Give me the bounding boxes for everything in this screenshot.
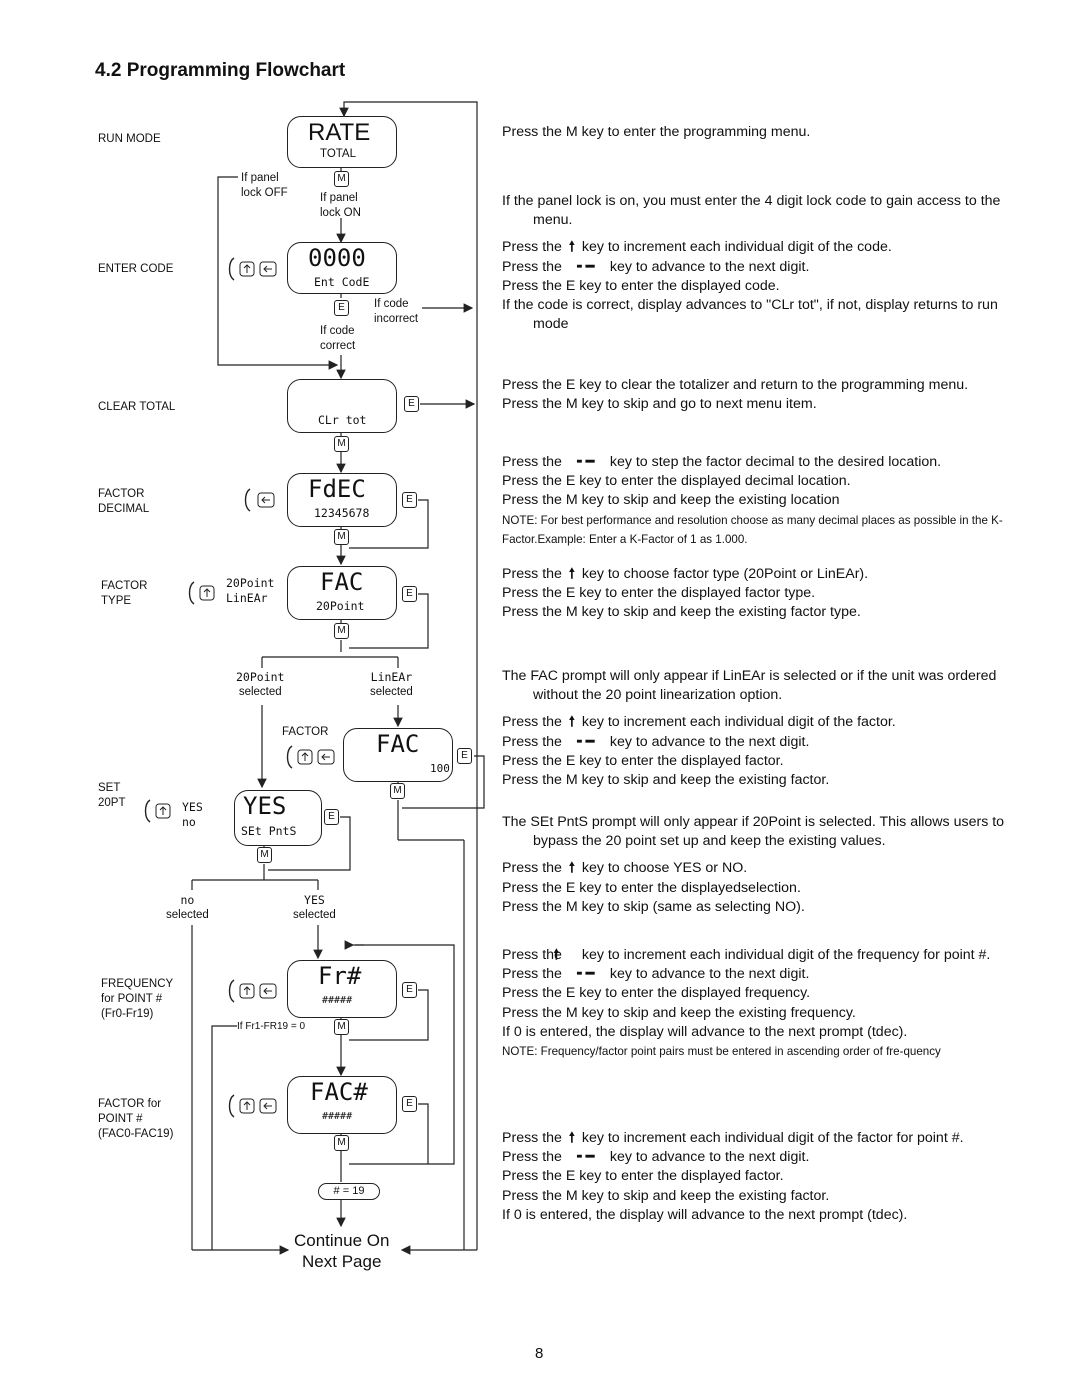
- m-key: M: [334, 436, 349, 452]
- up-arrow-key-icon: 🠕: [568, 860, 575, 877]
- flowchart-connectors: [191, 101, 485, 1255]
- right-arrow-key-icon: ╸━: [577, 1149, 595, 1166]
- e-key: E: [402, 1096, 417, 1112]
- right-arrow-key-icon: ╸━: [577, 733, 595, 750]
- text-block-code: If the panel lock is on, you must enter …: [502, 193, 1001, 333]
- e-key: E: [402, 586, 417, 602]
- factor-type-display: FAC 20Point: [287, 566, 397, 620]
- factor-point-display: FAC# #####: [287, 1076, 397, 1134]
- fr-zero-note: If Fr1-FR19 = 0: [237, 1021, 306, 1032]
- e-key: E: [402, 982, 417, 998]
- up-arrow-key-icon: 🠕: [568, 1130, 575, 1146]
- enter-code-display: 0000 Ent CodE: [287, 242, 397, 294]
- run-mode-label: RUN MODE: [98, 133, 161, 145]
- text-block-fdec: Press the ╸━ key to step the factor deci…: [502, 454, 1003, 546]
- up-arrow-key-icon: 🠕: [553, 947, 560, 963]
- factor-display: FAC 100: [343, 728, 453, 782]
- right-arrow-key-icon: ╸━: [577, 966, 595, 983]
- text-block-factor: The FAC prompt will only appear if LinEA…: [502, 668, 997, 789]
- right-arrow-key-icon: ╸━: [577, 454, 595, 470]
- e-key: E: [457, 748, 472, 764]
- page-title: 4.2 Programming Flowchart: [95, 60, 346, 81]
- up-arrow-key-icon: 🠕: [568, 239, 575, 256]
- e-key: E: [404, 396, 419, 412]
- frequency-display: Fr# #####: [287, 960, 397, 1018]
- text-block-factype: Press the 🠕 key to choose factor type (2…: [502, 566, 869, 621]
- text-block-run: Press the M key to enter the programming…: [502, 124, 811, 140]
- up-right-keys-icon: [228, 1094, 277, 1118]
- text-block-facpt: Press the 🠕 key to increment each indivi…: [502, 1130, 964, 1223]
- up-arrow-key-icon: 🠕: [568, 566, 575, 582]
- clear-total-display: CLr tot: [287, 379, 397, 433]
- factor-label: FACTOR: [282, 726, 329, 738]
- m-key: M: [334, 171, 349, 187]
- page-number: 8: [535, 1345, 544, 1362]
- up-key-icon: [188, 581, 215, 605]
- count-19-bubble: # = 19: [318, 1183, 380, 1200]
- rate-display: RATE TOTAL: [287, 116, 397, 168]
- m-key: M: [390, 783, 405, 799]
- up-right-keys-icon: [228, 979, 277, 1003]
- m-key: M: [334, 1135, 349, 1151]
- up-arrow-key-icon: 🠕: [568, 714, 575, 731]
- up-right-keys-icon: [228, 257, 277, 281]
- m-key: M: [334, 1019, 349, 1035]
- right-arrow-key-icon: ╸━: [577, 258, 595, 275]
- m-key: M: [257, 847, 272, 863]
- up-right-keys-icon: [286, 745, 335, 769]
- text-block-freq: Press the 🠕 key to increment each indivi…: [502, 947, 991, 1059]
- e-key: E: [324, 809, 339, 825]
- text-block-setpts: The SEt PntS prompt will only appear if …: [502, 814, 1005, 915]
- enter-code-label: ENTER CODE: [98, 263, 174, 275]
- set-points-display: YES SEt PntS: [234, 790, 322, 846]
- text-block-clear: Press the E key to clear the totalizer a…: [502, 377, 969, 413]
- right-key-icon: [244, 488, 275, 512]
- e-key: E: [334, 300, 349, 316]
- m-key: M: [334, 529, 349, 545]
- m-key: M: [334, 623, 349, 639]
- fdec-display: FdEC 12345678: [287, 473, 397, 527]
- clear-total-label: CLEAR TOTAL: [98, 401, 176, 413]
- e-key: E: [402, 492, 417, 508]
- up-key-icon: [144, 799, 171, 823]
